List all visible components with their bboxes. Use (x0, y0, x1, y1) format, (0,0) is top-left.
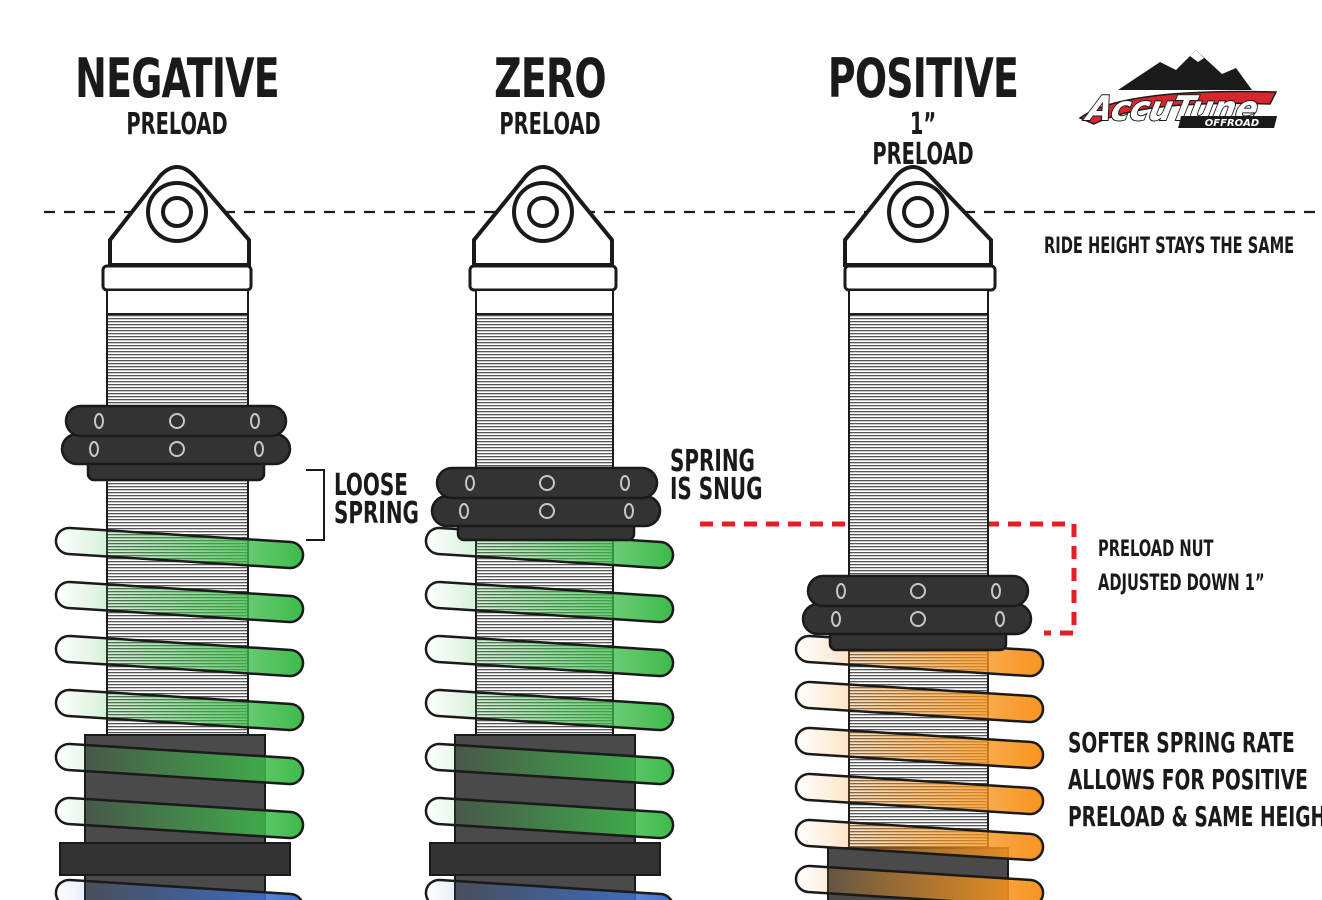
eye-hole (527, 196, 559, 228)
coil (424, 634, 675, 678)
top-cap (468, 264, 618, 292)
nut-hole (459, 503, 469, 519)
nut-upper (435, 466, 659, 500)
coil (54, 796, 305, 840)
body-band (59, 842, 291, 876)
logo-tagline-bar (1178, 116, 1278, 128)
nut-hole (620, 475, 630, 491)
nut-hole (465, 475, 475, 491)
eye-hole (161, 196, 193, 228)
preload-nut (60, 404, 292, 482)
nut-hole (995, 611, 1005, 627)
nut-hole (539, 503, 555, 519)
nut-hole (94, 413, 104, 429)
spring-snug-line-1: SPRING (670, 444, 755, 479)
loose-spring-label: LOOSE SPRING (334, 468, 419, 531)
nut-hole (254, 441, 264, 457)
shaft-collar (106, 289, 249, 315)
coil (794, 680, 1045, 724)
nut-holes (89, 413, 264, 457)
nut-hole (624, 503, 634, 519)
nut-hole (169, 413, 185, 429)
softer-rate-label: SOFTER SPRING RATE ALLOWS FOR POSITIVE P… (1068, 724, 1322, 835)
shaft-collar (475, 289, 614, 315)
shock-negative (54, 165, 325, 900)
nut-holes (459, 475, 634, 519)
body-band (429, 842, 661, 876)
nut-hole (910, 611, 926, 627)
nut-hole (831, 611, 841, 627)
nut-holes (831, 583, 1005, 627)
subtitle-negative: PRELOAD (126, 107, 228, 142)
nut-hole (169, 441, 185, 457)
title-positive: POSITIVE (827, 47, 1019, 110)
logo-tagline: OFFROAD (1205, 118, 1259, 129)
nut-hole (910, 583, 926, 599)
nut-upper (64, 404, 288, 438)
preload-nut-line-1: PRELOAD NUT (1098, 537, 1214, 562)
shock-zero (424, 165, 675, 900)
coil (54, 634, 305, 678)
coil (54, 580, 305, 624)
coil (424, 796, 675, 840)
coil (794, 726, 1045, 770)
coil (424, 580, 675, 624)
spring-green (54, 526, 305, 840)
loose-spring-line-1: LOOSE (334, 468, 408, 503)
title-negative: NEGATIVE (75, 47, 279, 110)
eye-hole (902, 196, 934, 228)
nut-hole (991, 583, 1001, 599)
coil (424, 742, 675, 786)
coil-blue (54, 878, 303, 900)
preload-nut-line-2: ADJUSTED DOWN 1” (1098, 571, 1265, 596)
top-cap (843, 264, 997, 292)
logo-swoosh (1078, 90, 1278, 125)
shaft-collar (848, 289, 989, 315)
spring-snug-label: SPRING IS SNUG (670, 444, 763, 507)
mountain-icon (1118, 50, 1252, 90)
coil (424, 688, 675, 732)
nut-hole (836, 583, 846, 599)
coil (794, 772, 1045, 816)
ride-height-label: RIDE HEIGHT STAYS THE SAME (1044, 234, 1295, 259)
preload-nut (430, 466, 662, 542)
subtitle-zero: PRELOAD (499, 107, 601, 142)
loose-spring-line-2: SPRING (334, 496, 419, 531)
coil (54, 526, 305, 570)
coil (794, 818, 1045, 862)
shock-positive (794, 165, 1045, 900)
snowcap (1190, 50, 1204, 62)
softer-rate-line-1: SOFTER SPRING RATE (1068, 726, 1295, 759)
coil (54, 688, 305, 732)
preload-nut (801, 574, 1033, 652)
nut-upper (806, 574, 1030, 608)
preload-nut-label: PRELOAD NUT ADJUSTED DOWN 1” (1098, 533, 1265, 601)
title-zero: ZERO (494, 47, 606, 110)
spring-snug-line-2: IS SNUG (670, 472, 763, 507)
softer-rate-line-3: PRELOAD & SAME HEIGHT (1068, 800, 1322, 833)
nut-hole (250, 413, 260, 429)
subtitle-positive: 1” PRELOAD (872, 107, 974, 172)
accutune-logo: AccuTune OFFROAD (1078, 50, 1278, 130)
softer-rate-line-2: ALLOWS FOR POSITIVE (1068, 763, 1308, 796)
nut-hole (539, 475, 555, 491)
coil-blue (424, 878, 673, 900)
top-cap (101, 264, 253, 292)
coil (54, 742, 305, 786)
loose-spring-bracket (306, 469, 325, 541)
coil (794, 864, 1045, 900)
nut-hole (89, 441, 99, 457)
